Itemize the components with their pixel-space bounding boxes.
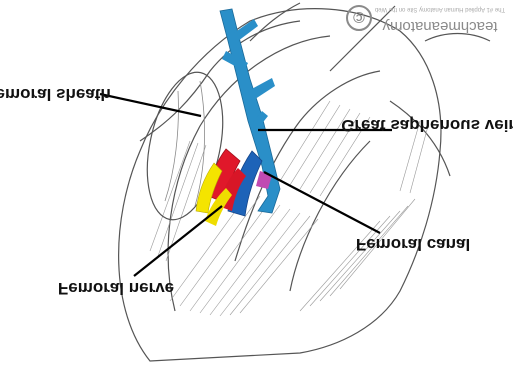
saphenous-tributary-1 bbox=[248, 78, 275, 101]
copyright-circle-icon: © bbox=[347, 6, 371, 30]
flipped-illustration bbox=[119, 3, 490, 361]
leader-femoral-nerve bbox=[134, 206, 222, 276]
label-femoral-sheath: Femoral sheath bbox=[0, 85, 111, 104]
label-femoral-nerve: Femoral nerve bbox=[58, 279, 174, 298]
leader-femoral-canal bbox=[264, 172, 380, 233]
vessels-and-nerve bbox=[196, 9, 280, 226]
anatomy-sketch bbox=[119, 3, 490, 361]
leader-femoral-sheath bbox=[100, 94, 201, 116]
watermark-tagline: The #1 Applied Human Anatomy Site on the… bbox=[374, 6, 505, 12]
copyright-symbol: © bbox=[353, 8, 365, 25]
label-femoral-canal: Femoral canal bbox=[356, 235, 470, 254]
label-great-saphenous-vein: Great saphenous vein bbox=[341, 116, 513, 135]
watermark-brand: teachmeanatomy bbox=[382, 18, 498, 35]
